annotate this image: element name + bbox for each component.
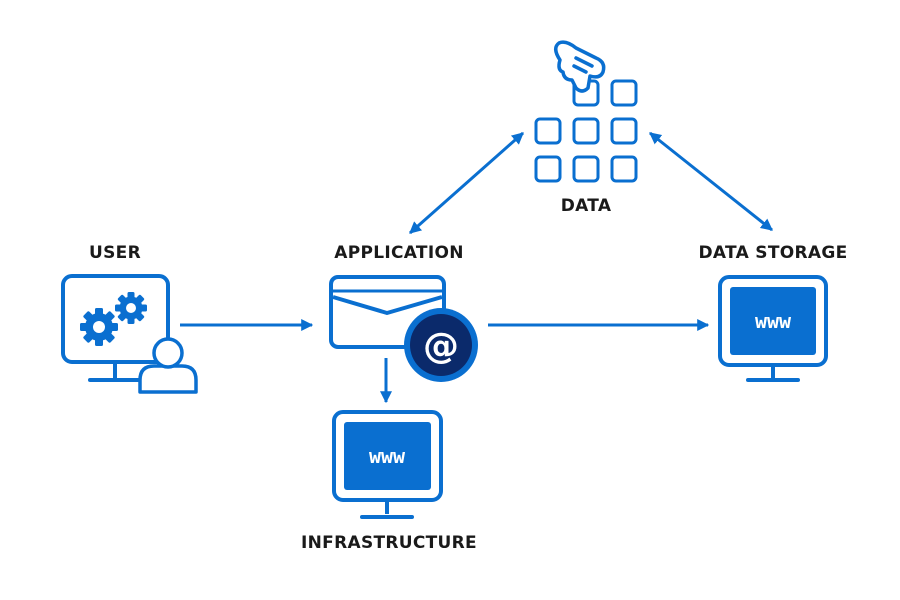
user-monitor-icon: [61, 274, 170, 382]
arrow-application-data-bidirectional: [409, 131, 524, 235]
infrastructure-monitor-icon: [332, 410, 443, 519]
arrow-data-storage-data-bidirectional: [649, 131, 773, 232]
application-label: APPLICATION: [334, 243, 464, 263]
infrastructure-screen-text: www: [369, 444, 406, 468]
user-label: USER: [89, 243, 141, 263]
data-storage-label: DATA STORAGE: [698, 243, 848, 263]
data-storage-monitor-icon: [718, 275, 828, 382]
svg-text:@: @: [423, 326, 459, 367]
data-label: DATA: [560, 196, 612, 216]
infrastructure-label: INFRASTRUCTURE: [301, 533, 477, 553]
data-storage-screen-text: www: [755, 309, 792, 333]
hand-icon: [554, 40, 606, 93]
gear-icon-small: [115, 292, 147, 324]
at-icon: @: [404, 308, 478, 382]
person-icon: [138, 337, 198, 394]
data-grid-icon: [534, 79, 638, 183]
gear-icon: [80, 308, 118, 346]
